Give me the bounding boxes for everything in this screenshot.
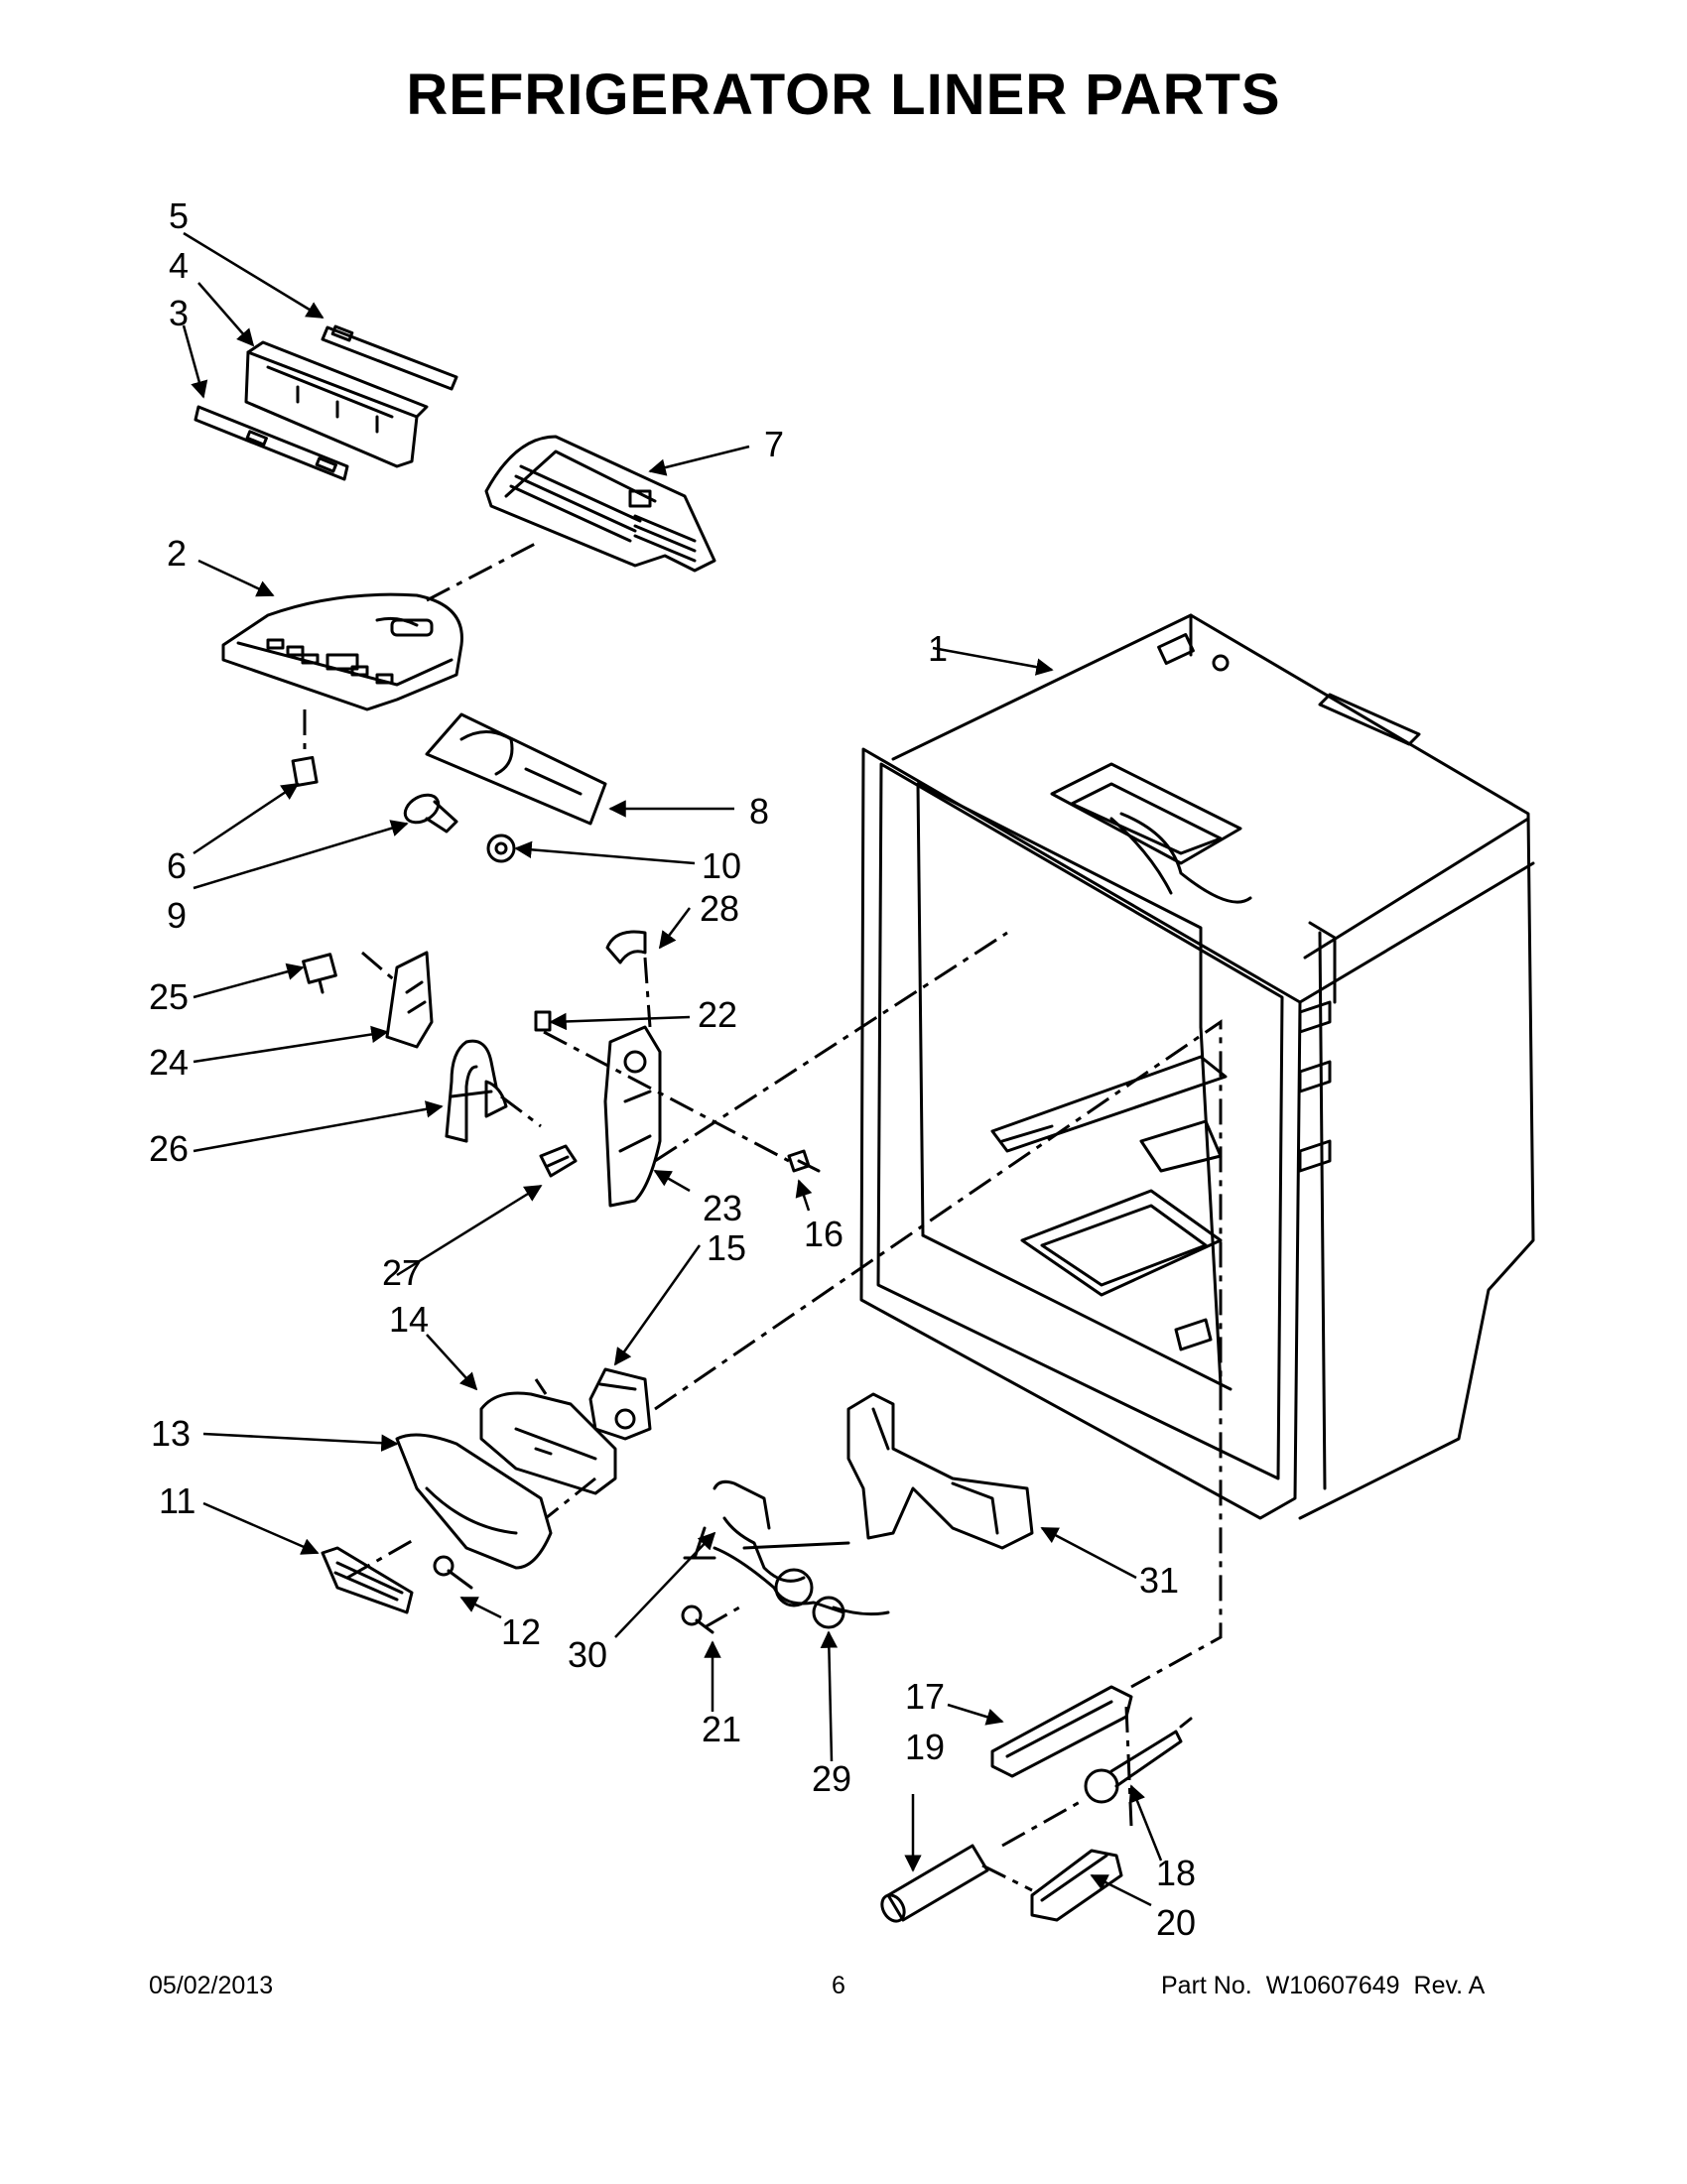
part-8 bbox=[425, 712, 607, 826]
callout-1: 1 bbox=[928, 628, 948, 669]
callout-23: 23 bbox=[703, 1188, 742, 1228]
part-16 bbox=[787, 1149, 821, 1173]
callout-13: 13 bbox=[151, 1413, 191, 1454]
callout-4: 4 bbox=[169, 245, 189, 286]
callout-31: 31 bbox=[1139, 1560, 1179, 1601]
callout-12: 12 bbox=[501, 1611, 541, 1652]
callout-14: 14 bbox=[389, 1299, 429, 1340]
part-25 bbox=[302, 953, 337, 994]
callout-22: 22 bbox=[698, 994, 737, 1035]
callout-6: 6 bbox=[167, 845, 187, 886]
callout-28: 28 bbox=[700, 888, 739, 929]
callout-7: 7 bbox=[764, 424, 784, 464]
part-1-liner bbox=[859, 613, 1535, 1520]
callout-10: 10 bbox=[702, 845, 741, 886]
callout-16: 16 bbox=[804, 1214, 844, 1254]
part-18 bbox=[1084, 1717, 1193, 1804]
part-20 bbox=[1030, 1849, 1123, 1922]
part-28 bbox=[605, 930, 647, 964]
callout-27: 27 bbox=[382, 1252, 422, 1293]
part-21 bbox=[681, 1605, 714, 1634]
footer-date: 05/02/2013 bbox=[149, 1972, 274, 1999]
part-11 bbox=[321, 1546, 414, 1614]
part-23 bbox=[603, 1025, 662, 1208]
callout-24: 24 bbox=[149, 1042, 189, 1083]
part-number-value: W10607649 bbox=[1265, 1972, 1400, 1999]
part-12 bbox=[433, 1555, 473, 1590]
part-26 bbox=[445, 1039, 508, 1143]
callout-21: 21 bbox=[702, 1709, 741, 1749]
part-27 bbox=[539, 1144, 578, 1178]
callout-30: 30 bbox=[568, 1634, 607, 1675]
page-title: REFRIGERATOR LINER PARTS bbox=[406, 63, 1281, 127]
callout-20: 20 bbox=[1156, 1902, 1196, 1943]
callout-26: 26 bbox=[149, 1128, 189, 1169]
part-24 bbox=[385, 951, 434, 1049]
callout-18: 18 bbox=[1156, 1853, 1196, 1893]
part-17 bbox=[990, 1685, 1133, 1778]
callout-8: 8 bbox=[749, 791, 769, 832]
part-13 bbox=[395, 1433, 553, 1570]
callout-9: 9 bbox=[167, 895, 187, 936]
part-label: Part No. bbox=[1161, 1972, 1252, 1999]
callout-15: 15 bbox=[707, 1227, 746, 1268]
footer-page-number: 6 bbox=[832, 1972, 845, 1999]
callout-17: 17 bbox=[905, 1676, 945, 1717]
part-9 bbox=[403, 793, 458, 834]
part-15 bbox=[588, 1367, 652, 1441]
callout-25: 25 bbox=[149, 976, 189, 1017]
part-5 bbox=[321, 324, 458, 391]
callout-3: 3 bbox=[169, 293, 189, 333]
callout-5: 5 bbox=[169, 195, 189, 236]
callout-29: 29 bbox=[812, 1758, 851, 1799]
part-7 bbox=[484, 435, 716, 573]
callout-2: 2 bbox=[167, 533, 187, 574]
callout-19: 19 bbox=[905, 1727, 945, 1767]
part-10 bbox=[486, 834, 516, 863]
part-19 bbox=[880, 1844, 989, 1923]
part-6 bbox=[291, 755, 319, 788]
part-31 bbox=[846, 1392, 1034, 1550]
revision: Rev. A bbox=[1413, 1972, 1486, 1999]
callout-11: 11 bbox=[159, 1480, 195, 1521]
part-3 bbox=[194, 405, 349, 481]
footer-part-number: Part No. W10607649 Rev. A bbox=[1161, 1972, 1485, 2000]
part-4 bbox=[244, 340, 429, 468]
part-29-30 bbox=[683, 1479, 890, 1629]
part-2 bbox=[221, 592, 463, 711]
part-22 bbox=[534, 1010, 552, 1032]
